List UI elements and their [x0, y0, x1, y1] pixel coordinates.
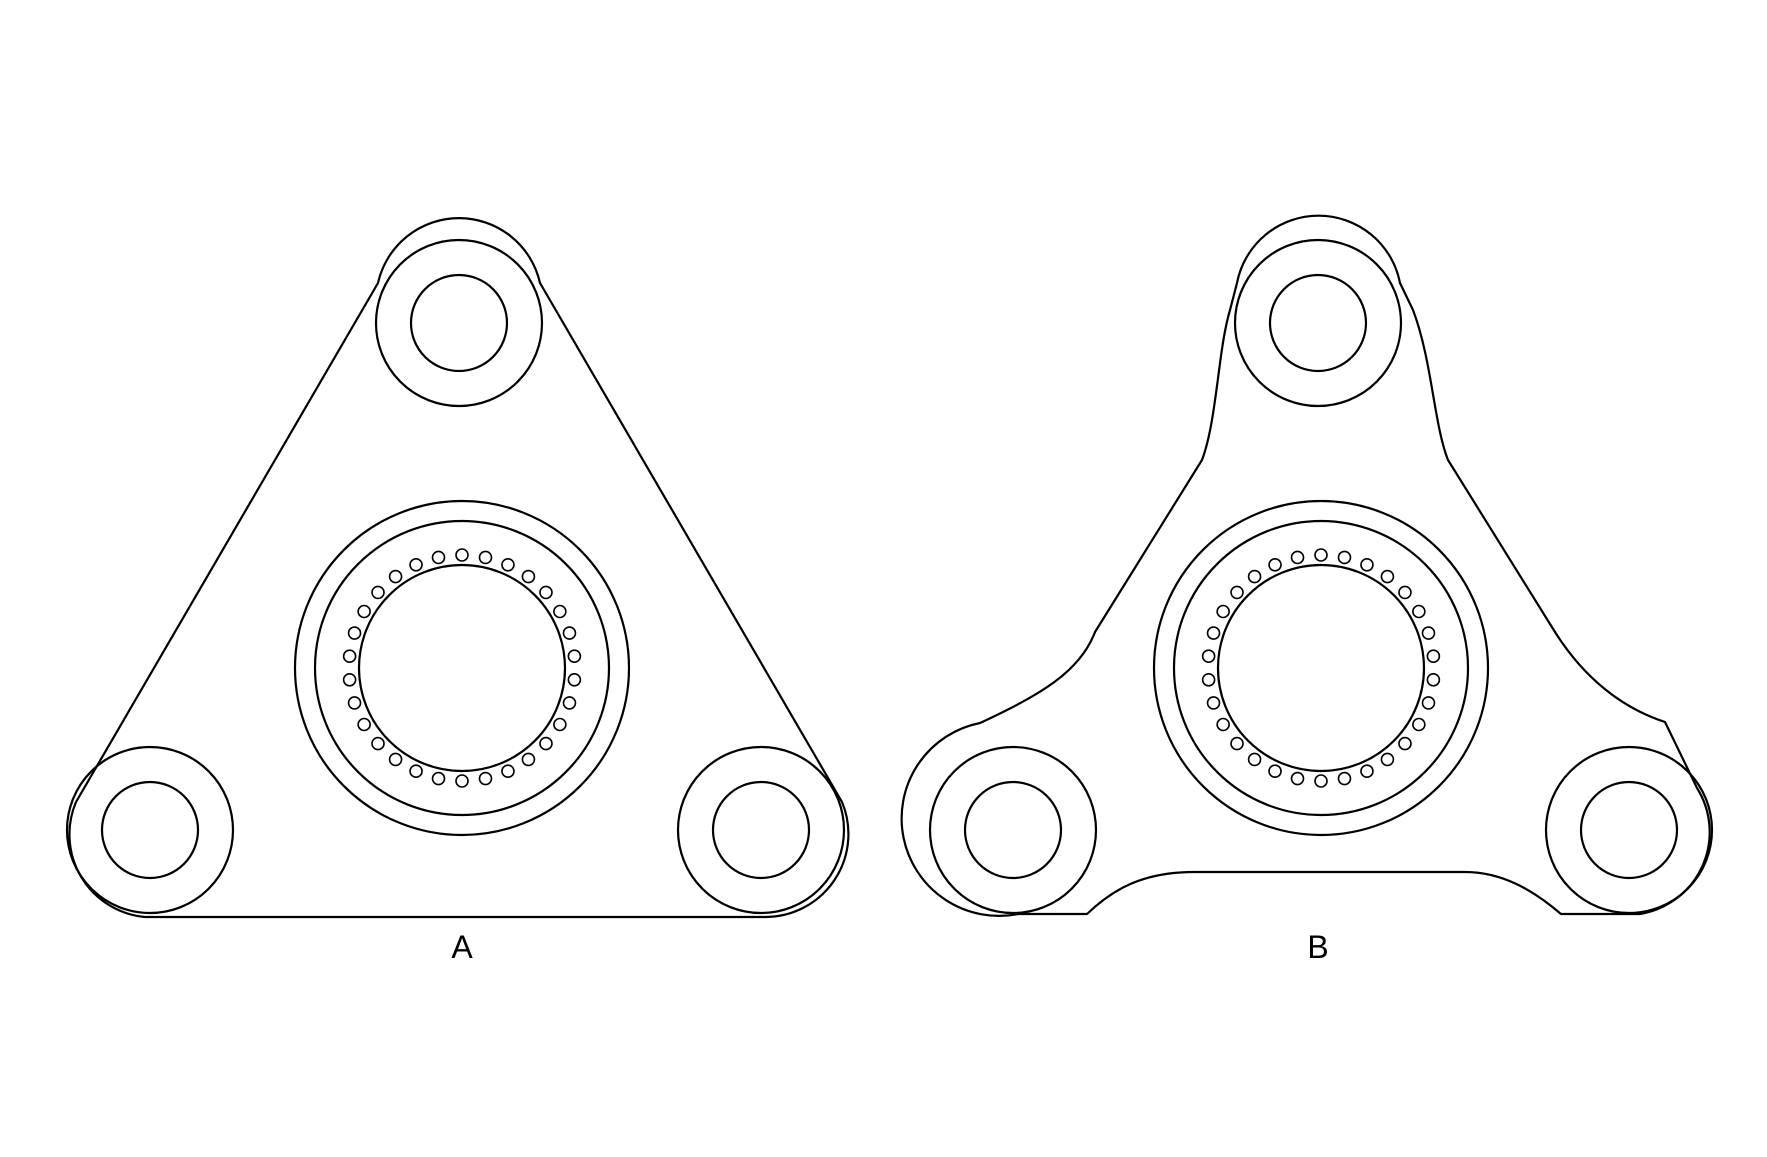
panel-a-bearing-pin — [347, 696, 362, 710]
panel-a-bearing-pin — [347, 626, 362, 640]
panel-b-bearing-pin — [1230, 736, 1244, 751]
panel-b-bearing-pin — [1380, 569, 1395, 584]
panel-a-bearing-pin — [478, 550, 493, 565]
panel-b-bearing-pin — [1268, 557, 1282, 572]
panel-a-bearing-pin — [431, 550, 446, 565]
panel-b-bearing-pin — [1201, 673, 1216, 687]
panel-a-bearing-pin — [501, 764, 515, 779]
panel-b-bearing-pin — [1337, 771, 1352, 786]
panel-b-right-boss — [1544, 745, 1714, 915]
panel-b-bearing-pin — [1426, 649, 1441, 663]
panel-b-bearing-pin — [1314, 548, 1328, 562]
panel-b-bearing-pin — [1360, 557, 1374, 572]
panel-a-bearing-pin — [357, 717, 371, 732]
panel-a-top-boss — [374, 238, 544, 408]
panel-b-bearing-pin — [1268, 764, 1282, 779]
panel-b-center-bearing — [1152, 499, 1490, 837]
panel-b-label: B — [1307, 929, 1328, 965]
panel-a-bearing-pin — [455, 548, 469, 562]
panel-a-left-boss — [65, 745, 235, 915]
panel-b-bearing-pin — [1290, 771, 1305, 786]
panel-a-center-bearing — [293, 499, 631, 837]
panel-b-bearing-pin — [1216, 604, 1230, 619]
panel-b-bearing-pin — [1290, 550, 1305, 565]
panel-b-bearing-pin — [1380, 752, 1395, 767]
panel-b-bearing-pin — [1230, 585, 1244, 600]
panel-b-top-boss — [1233, 238, 1403, 408]
panel-b-bearing-pin — [1247, 752, 1262, 767]
panel-a-right-boss — [676, 745, 846, 915]
panel-a-bearing-pin — [371, 585, 385, 600]
panel-b-plate: B — [900, 214, 1714, 965]
panel-a-bearing-pin — [553, 717, 567, 732]
panel-a-bearing-pin — [371, 736, 385, 751]
panel-b-bearing-pin — [1201, 649, 1216, 663]
panel-a-bearing-inner-ring — [313, 519, 611, 817]
panel-b-left-boss-hole — [963, 780, 1063, 880]
panel-a-bearing-pin — [431, 771, 446, 786]
panel-a-left-boss-outer — [65, 745, 235, 915]
panel-a-top-boss-hole — [409, 273, 509, 373]
panel-a-left-boss-hole — [100, 780, 200, 880]
panel-a-bearing-pin — [388, 569, 403, 584]
panel-b-bearing-pin — [1206, 696, 1221, 710]
panel-a-bearing-pin — [539, 585, 553, 600]
panel-b-bearing-pin — [1360, 764, 1374, 779]
panel-b-bearing-pins — [1201, 548, 1441, 788]
panel-b-bearing-pin — [1314, 774, 1328, 788]
panel-a-bearing-pin — [501, 557, 515, 572]
panel-b-right-boss-outer — [1544, 745, 1714, 915]
panel-a-right-boss-outer — [676, 745, 846, 915]
panel-b-bearing-pin — [1216, 717, 1230, 732]
panel-a-bearing-pin — [409, 764, 423, 779]
panel-a-bearing-pin — [521, 569, 536, 584]
panel-b-bearing-pin — [1412, 604, 1426, 619]
panel-a-bearing-pin — [562, 626, 577, 640]
panel-b-bearing-pin — [1426, 673, 1441, 687]
panel-a-bearing-pin — [567, 673, 582, 687]
panel-a-bearing-pin — [562, 696, 577, 710]
panel-b-top-boss-hole — [1268, 273, 1368, 373]
panel-a-bearing-pin — [357, 604, 371, 619]
panel-b-bearing-pin — [1412, 717, 1426, 732]
panel-b-bearing-pin — [1398, 585, 1412, 600]
panel-a-label: A — [451, 929, 473, 965]
panel-a-top-boss-outer — [374, 238, 544, 408]
panel-a-right-boss-hole — [711, 780, 811, 880]
panel-b-bearing-bore — [1216, 563, 1426, 773]
panel-b-bearing-pin — [1398, 736, 1412, 751]
panel-b-bearing-pin — [1421, 696, 1436, 710]
panel-a-bearing-pin — [521, 752, 536, 767]
panel-a-bearing-pin — [455, 774, 469, 788]
panel-b-top-boss-outer — [1233, 238, 1403, 408]
panel-a-bearing-pin — [567, 649, 582, 663]
panel-b-right-boss-hole — [1579, 780, 1679, 880]
panel-b-left-boss — [928, 745, 1098, 915]
panel-a-bearing-pin — [539, 736, 553, 751]
panel-a-bearing-pin — [409, 557, 423, 572]
panel-a-bearing-pin — [388, 752, 403, 767]
panel-b-bearing-pin — [1247, 569, 1262, 584]
panel-b-left-boss-outer — [928, 745, 1098, 915]
panel-a-bearing-pin — [478, 771, 493, 786]
panel-a-plate: A — [65, 217, 850, 965]
panel-a-bearing-pin — [342, 673, 357, 687]
panel-a-bearing-bore — [357, 563, 567, 773]
panel-a-bearing-pin — [553, 604, 567, 619]
panel-b-bearing-pin — [1421, 626, 1436, 640]
panel-b-bearing-outer-ring — [1152, 499, 1490, 837]
panel-a-bearing-outer-ring — [293, 499, 631, 837]
panel-b-bearing-pin — [1206, 626, 1221, 640]
panel-a-bearing-pin — [342, 649, 357, 663]
panel-a-bearing-pins — [342, 548, 582, 788]
panel-b-bearing-inner-ring — [1172, 519, 1470, 817]
panel-b-bearing-pin — [1337, 550, 1352, 565]
